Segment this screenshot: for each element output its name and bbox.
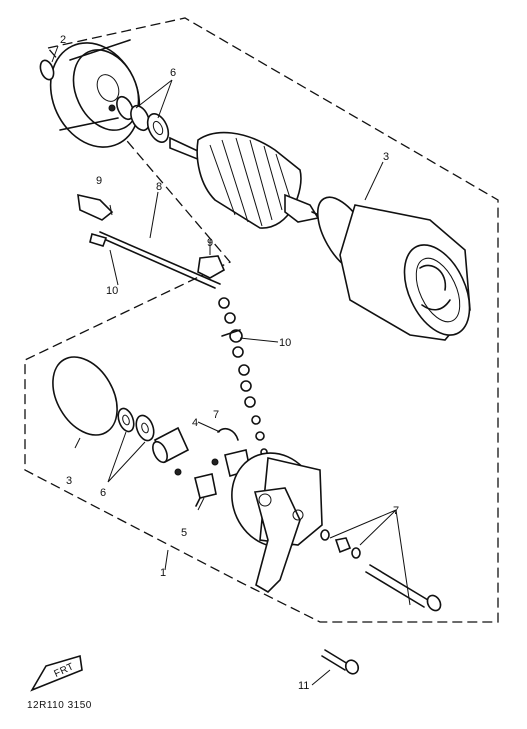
callout-3-left: 3 — [66, 475, 72, 487]
callout-6-left: 6 — [100, 487, 106, 499]
bolt-11 — [321, 649, 360, 675]
lead-wire-8 — [77, 193, 226, 289]
brush-5 — [194, 473, 217, 507]
callout-labels: 2 6 3 9 8 9 10 10 4 7 3 6 7 5 1 11 — [60, 34, 399, 692]
yoke-housing — [339, 204, 471, 341]
callout-4: 4 — [192, 417, 198, 429]
diagram-code: 12R110 3150 — [27, 700, 92, 711]
callout-7-right: 7 — [393, 505, 399, 517]
washers-6-left — [117, 407, 155, 442]
callout-9-mid: 9 — [207, 237, 213, 249]
front-arrow-icon: FRT — [30, 654, 83, 692]
callout-6-top: 6 — [170, 67, 176, 79]
rear-cover — [231, 452, 323, 594]
leader-lines — [51, 45, 411, 686]
callout-10-right: 10 — [279, 337, 291, 349]
callout-7-mid: 7 — [213, 409, 219, 421]
brush-stack — [218, 297, 268, 456]
callout-1: 1 — [160, 567, 166, 579]
o-ring-3-left — [52, 356, 118, 436]
callout-11: 11 — [298, 680, 309, 692]
assembly-boundary — [24, 17, 499, 623]
through-bolt — [365, 564, 442, 612]
callout-9-top: 9 — [96, 175, 102, 187]
callout-8-top: 8 — [156, 181, 162, 193]
callout-3-top: 3 — [383, 151, 389, 163]
armature — [169, 131, 327, 229]
small-screw — [174, 468, 182, 476]
callout-10-left: 10 — [106, 285, 118, 297]
o-ring-2 — [39, 59, 55, 81]
callout-2: 2 — [60, 34, 66, 46]
callout-5: 5 — [181, 527, 187, 539]
nuts-7 — [320, 529, 361, 559]
bushing — [152, 426, 190, 464]
washer-stack-6 — [116, 95, 170, 143]
front-cover — [49, 39, 141, 148]
